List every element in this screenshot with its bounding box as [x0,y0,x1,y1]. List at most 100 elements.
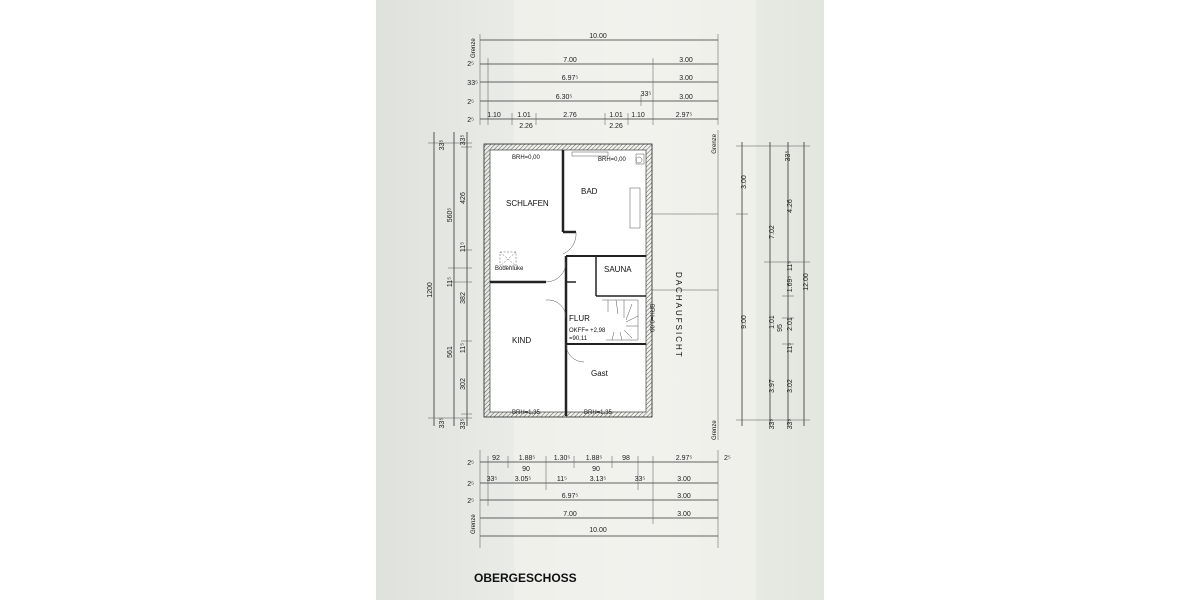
right-c3-5: 2.01 [787,317,794,331]
bodenluke-marker [499,251,517,267]
bathtub [629,187,641,229]
drawing-sheet: 10.00 2⁵ 7.00 3.00 33⁵ 6.97⁵ 3.00 2⁵ 6.3… [376,0,824,600]
brh-right: BRH=0,00 [648,304,654,333]
top-dim-r5-0: 2⁵ [467,117,474,124]
top-dim-r5-4: 1.01 [609,112,623,119]
right-c3-8: 33⁵ [787,419,794,430]
bot-r1-7: 2⁵ [724,455,731,462]
bot-r1-2: 1.88⁵ [519,455,536,462]
right-c1-0: 3.00 [741,175,748,189]
top-dim-total: 10.00 [589,33,607,40]
staircase [602,299,639,341]
brh-top-right: BRH=0,00 [598,157,627,163]
bot-r1-0: 2⁵ [467,460,474,467]
grenze-bottom-label: Grenze [471,514,477,534]
top-dim-r4-1: 6.30⁵ [556,94,573,101]
left-dim-in-3: 382 [460,292,467,304]
bot-r3-2: 3.00 [677,493,691,500]
top-dim-r2-0: 2⁵ [467,61,474,68]
grenze-top-label: Grenze [471,38,477,58]
left-dim-extra-1: 33⁵ [439,418,446,429]
right-c3-7: 3.02 [787,379,794,393]
left-dim-mid-0: 560⁵ [447,208,454,223]
bot-r1-3: 1.30⁵ [554,455,571,462]
room-sauna: SAUNA [604,265,632,274]
bot-r2-6: 3.00 [677,476,691,483]
right-top-mark: 33⁵ [785,151,792,162]
right-c2-0: 7.02 [769,225,776,239]
grenze-right-bottom: Grenze [712,420,718,440]
top-dim-sub-0: 2.26 [519,123,533,130]
bot-r1-1: 92 [492,455,500,462]
right-c3-2: 1.69⁵ [787,276,794,293]
left-dimension-chain: 1200 560⁵ 11⁵ 561 33⁵ 33⁵ 33⁵ 426 11⁵ 38… [427,132,472,429]
bot-r3-1: 6.97⁵ [562,493,579,500]
brh-bottom-right: BRH=1,35 [584,410,613,416]
right-c3-extra: 33⁵ [769,419,776,430]
top-dim-r5-5: 1.10 [631,112,645,119]
okff-line2: =90,11 [569,336,588,342]
bot-r1-6: 2.97⁵ [676,455,693,462]
bot-r2-1: 33⁵ [487,476,498,483]
floor-plan: SCHLAFEN BAD SAUNA FLUR KIND Gast Bodenl… [483,143,718,418]
bot-r2-4: 3.13⁵ [590,476,607,483]
top-dim-r5-3: 2.76 [563,112,577,119]
okff-line1: OKFF= +2,98 [569,328,606,334]
room-kind: KIND [512,336,531,345]
left-dim-in-6: 33⁵ [460,419,467,430]
bot-r3-0: 2⁵ [467,498,474,505]
bot-r2-2: 3.05⁵ [515,476,532,483]
bottom-dimension-chain: 2⁵ 92 1.88⁵ 1.30⁵ 1.88⁵ 98 2.97⁵ 2⁵ 90 9… [467,450,731,548]
bot-r4-1: 3.00 [677,511,691,518]
bot-r1-4: 1.88⁵ [586,455,603,462]
bot-sub-1: 90 [592,466,600,473]
right-c3-4: 95 [777,324,784,332]
left-dim-in-2: 11⁵ [460,242,467,252]
left-dim-mid-2: 561 [447,346,454,358]
room-flur: FLUR [569,314,590,323]
room-bad: BAD [581,187,598,196]
top-dim-r4-0: 2⁵ [467,99,474,106]
label-dachaufsicht: DACHAUFSICHT [674,272,683,359]
left-dim-mid-1: 11⁵ [447,277,454,287]
top-dim-r5-1: 1.10 [487,112,501,119]
top-dim-r3-1: 6.97⁵ [562,75,579,82]
top-dim-r3-2: 3.00 [679,75,693,82]
bot-r2-0: 2⁵ [467,481,474,488]
bot-r5-0: 10.00 [589,527,607,534]
floor-plan-drawing: 10.00 2⁵ 7.00 3.00 33⁵ 6.97⁵ 3.00 2⁵ 6.3… [427,0,810,600]
left-dim-extra-0: 33⁵ [439,140,446,151]
grenze-right-top: Grenze [712,133,718,153]
top-dim-r5-2: 1.01 [517,112,531,119]
bot-r1-5: 98 [622,455,630,462]
left-dim-in-5: 302 [460,378,467,390]
top-dim-sub-1: 2.26 [609,123,623,130]
top-dim-r2-2: 3.00 [679,57,693,64]
right-c3-3: 1.01 [769,315,776,329]
top-dimension-chain: 10.00 2⁵ 7.00 3.00 33⁵ 6.97⁵ 3.00 2⁵ 6.3… [467,33,719,130]
top-dim-r4-3: 3.00 [679,94,693,101]
right-c3-1: 11⁵ [787,261,794,271]
right-dimension-chain: Grenze Grenze 3.00 9.00 7.02 3.97 4.26 1… [712,130,810,440]
right-c3-0: 4.26 [787,199,794,213]
label-bodenluke: Bodenluke [495,266,524,272]
right-c2-1: 3.97 [769,379,776,393]
bot-r4-0: 7.00 [563,511,577,518]
drawing-title: OBERGESCHOSS [474,571,577,585]
bot-sub-0: 90 [522,466,530,473]
top-dim-r5-6: 2.97⁵ [676,112,693,119]
left-dim-in-4: 11⁵ [460,343,467,353]
right-c1-1: 9.00 [741,315,748,329]
left-dim-in-1: 426 [460,192,467,204]
left-dim-in-0: 33⁵ [460,135,467,146]
room-schlafen: SCHLAFEN [506,199,549,208]
brh-top-left: BRH=0,00 [512,155,541,161]
top-dim-r4-2: 33⁵ [641,91,652,98]
bot-r2-5: 33⁵ [635,476,646,483]
right-c4-total: 12.00 [803,273,810,291]
room-gast: Gast [591,369,609,378]
brh-bottom-left: BRH=1,35 [512,410,541,416]
top-dim-r2-1: 7.00 [563,57,577,64]
left-dim-total: 1200 [427,282,434,298]
bot-r2-3: 11⁵ [557,476,567,483]
